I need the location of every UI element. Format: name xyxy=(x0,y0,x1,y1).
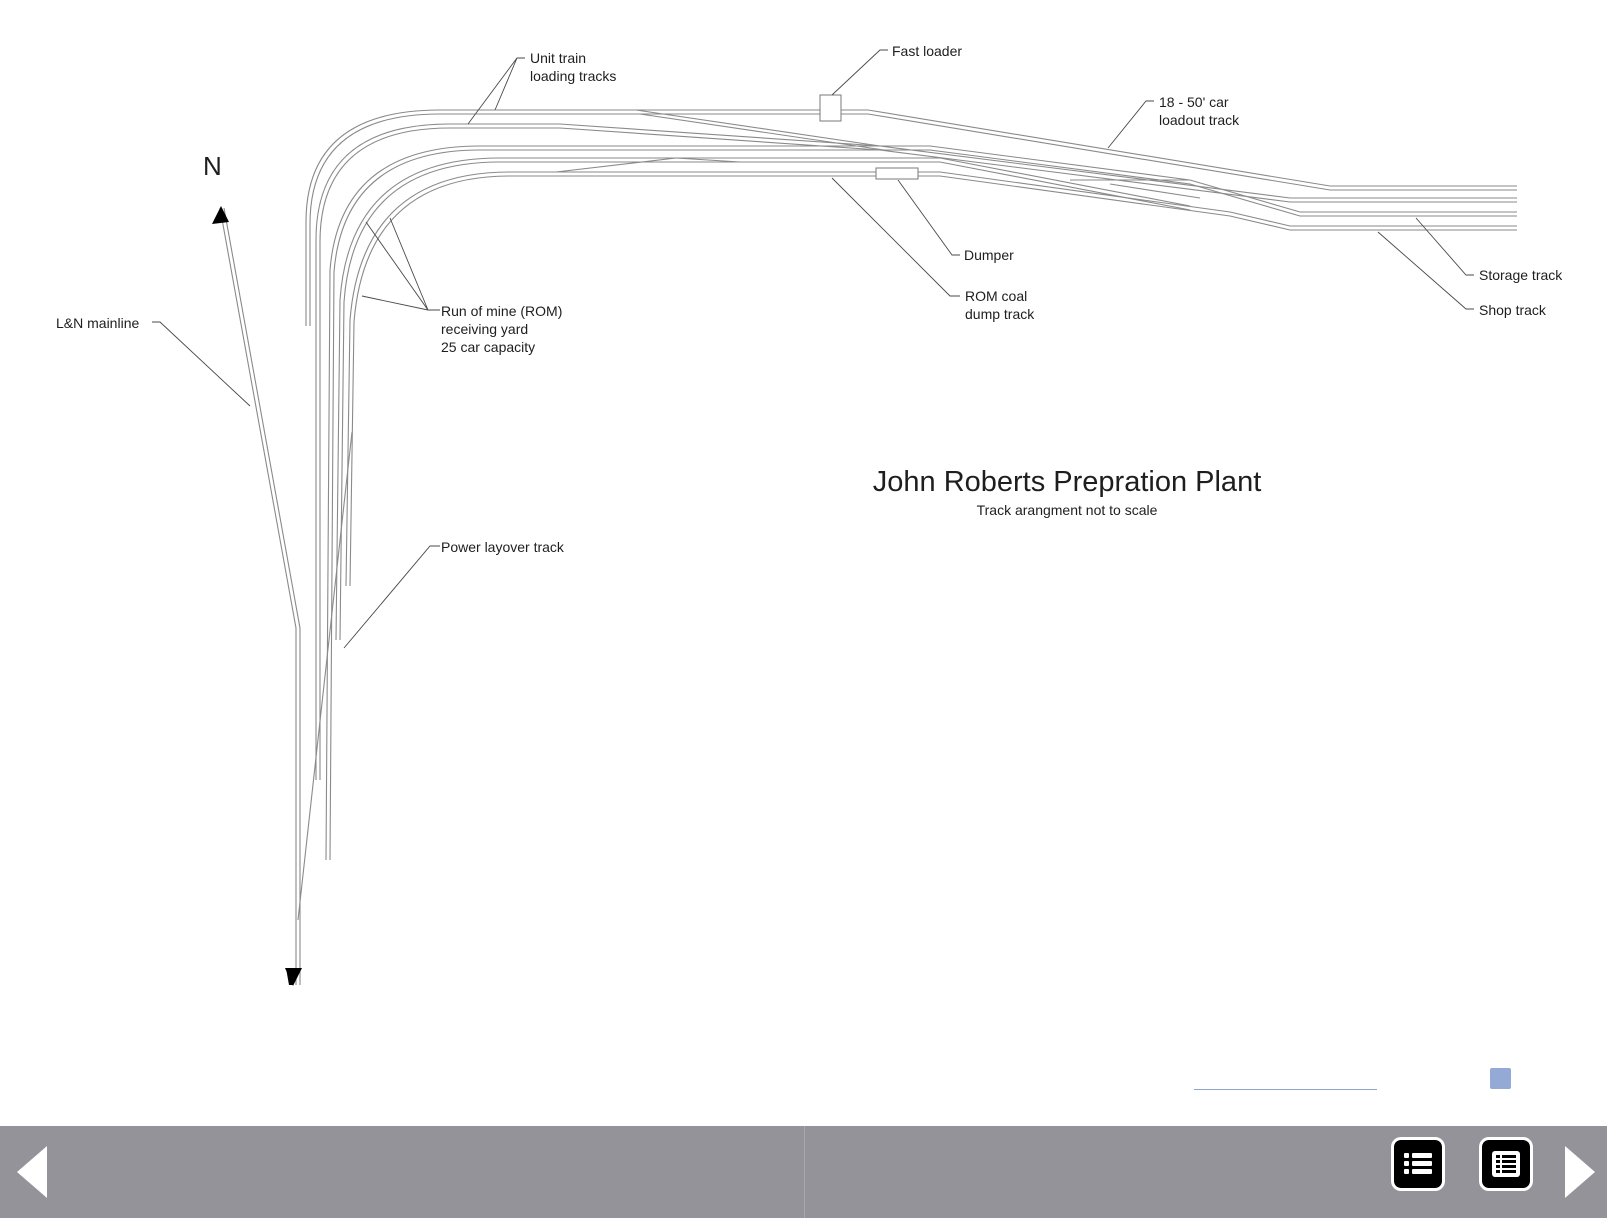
mainline-switch xyxy=(297,431,353,921)
leader-fast-loader xyxy=(831,49,888,96)
label-storage: Storage track xyxy=(1479,267,1563,283)
leader-unit-train xyxy=(467,57,525,125)
label-unit-train-1: Unit train xyxy=(530,50,586,66)
leader-shop xyxy=(1377,231,1474,310)
yard-track-2 xyxy=(315,123,1517,780)
leader-mainline xyxy=(152,321,251,407)
north-label: N xyxy=(203,151,222,181)
fast-loader-structure xyxy=(819,94,842,122)
label-shop: Shop track xyxy=(1479,302,1547,318)
toolbar-divider xyxy=(804,1126,805,1218)
crossover-2 xyxy=(555,157,741,173)
label-rom-dump-2: dump track xyxy=(965,306,1035,322)
list-icon xyxy=(1404,1153,1432,1174)
crossover-4 xyxy=(1109,183,1201,199)
leader-lines xyxy=(152,49,1474,649)
previous-page-button[interactable] xyxy=(17,1146,47,1198)
label-dumper: Dumper xyxy=(964,247,1014,263)
yard-track-5 xyxy=(345,171,1517,587)
diagram-subtitle: Track arangment not to scale xyxy=(977,502,1158,518)
yard-track-2-rail xyxy=(319,127,1517,780)
mainline-track xyxy=(219,207,297,985)
page-footer-rule xyxy=(1194,1089,1377,1090)
page-note-icon[interactable] xyxy=(1490,1068,1511,1089)
table-of-contents-button[interactable] xyxy=(1391,1137,1445,1191)
label-rom-yard-3: 25 car capacity xyxy=(441,339,535,355)
yard-track-4 xyxy=(335,157,1191,641)
track-lines xyxy=(219,94,1517,985)
yard-track-5-rail xyxy=(349,175,1517,587)
diagram-title: John Roberts Prepration Plant xyxy=(873,466,1262,498)
label-rom-yard-2: receiving yard xyxy=(441,321,528,337)
yard-track-3-rail xyxy=(329,149,1517,861)
label-unit-train-2: loading tracks xyxy=(530,68,616,84)
page-grid-button[interactable] xyxy=(1479,1137,1533,1191)
yard-track-4-rail xyxy=(339,161,1191,641)
label-mainline: L&N mainline xyxy=(56,315,139,331)
mainline-track-rail xyxy=(223,207,301,985)
label-fast-loader: Fast loader xyxy=(892,43,962,59)
leader-loadout xyxy=(1107,100,1154,149)
label-rom-yard-1: Run of mine (ROM) xyxy=(441,303,562,319)
dumper-structure xyxy=(875,167,919,180)
document-page: N Unit train loading tracks Fast loader … xyxy=(56,43,1564,1090)
north-arrowhead-icon xyxy=(212,206,229,224)
crossover-1 xyxy=(635,109,881,147)
yard-track-3 xyxy=(325,145,1517,861)
track-diagram: N Unit train loading tracks Fast loader … xyxy=(56,43,1563,986)
yard-track-1 xyxy=(305,109,1517,326)
label-power-layover: Power layover track xyxy=(441,539,565,555)
label-rom-dump-1: ROM coal xyxy=(965,288,1027,304)
crossover-1-rail xyxy=(639,113,885,151)
south-arrow-icon xyxy=(285,968,302,986)
leader-power-layover xyxy=(343,545,440,649)
leader-storage xyxy=(1415,217,1474,276)
yard-track-1-rail xyxy=(309,113,1517,326)
next-page-button[interactable] xyxy=(1565,1146,1595,1198)
leader-rom-dump xyxy=(831,177,960,297)
label-loadout-2: loadout track xyxy=(1159,112,1240,128)
leader-rom-yard xyxy=(361,217,440,311)
bottom-toolbar xyxy=(0,1126,1607,1218)
leader-dumper xyxy=(897,179,960,256)
label-loadout-1: 18 - 50' car xyxy=(1159,94,1229,110)
grid-icon xyxy=(1492,1151,1520,1177)
